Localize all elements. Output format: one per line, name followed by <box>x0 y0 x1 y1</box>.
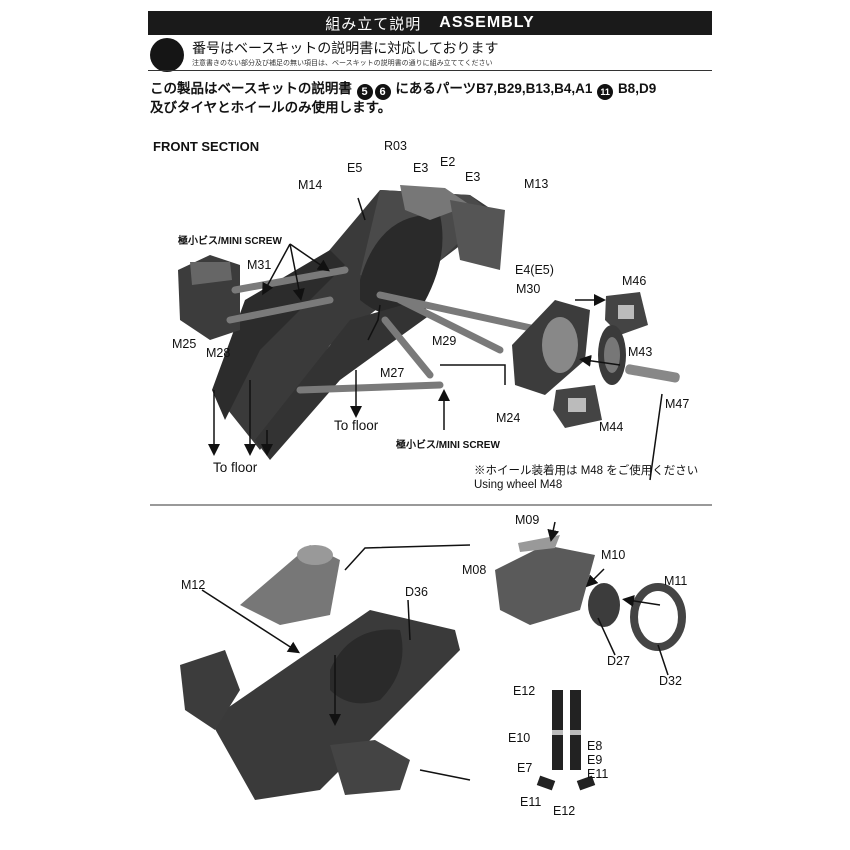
parts-note-text-b: にあるパーツB7,B29,B13,B4,A1 <box>395 81 593 96</box>
label-e11-right: E11 <box>587 767 609 781</box>
front-chassis <box>212 185 505 460</box>
hub-parts-m46-m43-m44 <box>553 292 680 428</box>
label-e4: E4(E5) <box>515 263 554 277</box>
label-d27: D27 <box>607 654 630 668</box>
front-section-title: FRONT SECTION <box>153 139 260 154</box>
label-m08: M08 <box>462 563 487 577</box>
label-d32: D32 <box>659 674 682 688</box>
label-m13: M13 <box>524 177 549 191</box>
label-m43: M43 <box>628 345 653 359</box>
label-m47: M47 <box>665 397 690 411</box>
label-m46: M46 <box>622 274 647 288</box>
label-e11-left: E11 <box>520 795 542 809</box>
parts-note-line2: 及びタイヤとホイールのみ使用します。 <box>150 100 392 115</box>
label-m10: M10 <box>601 548 626 562</box>
note-bullet-icon <box>150 38 184 72</box>
parts-note-text-c: B8,D9 <box>617 81 657 96</box>
label-e10: E10 <box>508 731 531 745</box>
label-e2: E2 <box>440 155 456 169</box>
label-m12: M12 <box>181 578 206 592</box>
header-title-en: ASSEMBLY <box>439 14 535 31</box>
label-m28: M28 <box>206 346 231 360</box>
section-header: 組み立て説明 ASSEMBLY <box>148 11 712 35</box>
step-6-badge: 6 <box>374 84 391 100</box>
label-e8: E8 <box>587 739 603 753</box>
label-e12-top: E12 <box>513 684 536 698</box>
floor-arrows <box>208 197 663 481</box>
label-e3-right: E3 <box>465 170 481 184</box>
label-m30: M30 <box>516 282 541 296</box>
label-m09: M09 <box>515 513 540 527</box>
label-m31: M31 <box>247 258 272 272</box>
label-e3-left: E3 <box>413 161 429 175</box>
divider <box>148 70 712 71</box>
label-d36: D36 <box>405 585 428 599</box>
label-to-floor-1: To floor <box>213 460 258 475</box>
label-r03: R03 <box>384 139 407 153</box>
label-e9: E9 <box>587 753 603 767</box>
step-5-badge: 5 <box>356 84 373 100</box>
suspension-arms <box>226 266 544 394</box>
rear-hub-m24 <box>512 300 590 395</box>
upright-m25 <box>178 255 240 340</box>
label-m14: M14 <box>298 178 323 192</box>
label-m44: M44 <box>599 420 624 434</box>
step-11-badge: 11 <box>597 84 614 100</box>
label-e7: E7 <box>517 761 533 775</box>
label-e12-bottom: E12 <box>553 804 576 818</box>
notice-text: 番号はベースキットの説明書に対応しております <box>192 40 499 56</box>
label-m24: M24 <box>496 411 521 425</box>
parts-note-text-a: この製品はベースキットの説明書 <box>150 81 352 96</box>
label-m11: M11 <box>664 574 688 588</box>
wheel-note-jp: ※ホイール装着用は M48 をご使用ください <box>474 465 699 477</box>
wheel-note-en: Using wheel M48 <box>474 479 563 491</box>
label-m29: M29 <box>432 334 457 348</box>
cockpit-arrows <box>201 521 669 781</box>
label-mini-screw-2: 極小ビス/MINI SCREW <box>396 440 500 451</box>
label-m25: M25 <box>172 337 197 351</box>
header-title-jp: 組み立て説明 <box>325 15 422 33</box>
label-e5: E5 <box>347 161 363 175</box>
label-mini-screw-1: 極小ビス/MINI SCREW <box>178 236 282 247</box>
belts-e <box>536 690 596 791</box>
label-to-floor-2: To floor <box>334 418 379 433</box>
notice-subtext: 注意書きのない部分及び補足の無い項目は、ベースキットの説明書の通りに組み立ててく… <box>192 60 493 67</box>
label-m27: M27 <box>380 366 405 380</box>
